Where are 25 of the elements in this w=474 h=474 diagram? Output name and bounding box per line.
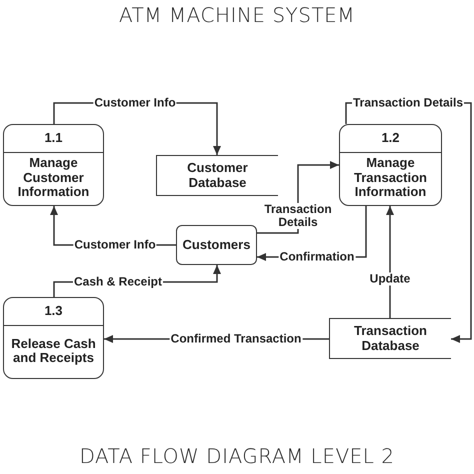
edge-label: Transaction Details	[352, 96, 464, 110]
process-number: 1.1	[44, 131, 63, 146]
process-label: Release Cash and Receipts	[10, 336, 97, 366]
diagram-caption: DATA FLOW DIAGRAM LEVEL 2	[79, 444, 395, 468]
edge-label: Confirmation	[278, 250, 356, 264]
edge-label: Customer Info	[73, 238, 157, 252]
data-store	[156, 155, 278, 196]
process-label: Manage Customer Information	[16, 156, 90, 200]
data-store	[329, 318, 451, 359]
data-store-label: Customer Database	[186, 161, 249, 190]
process-label: Manage Transaction Information	[353, 156, 428, 200]
process-number: 1.2	[381, 131, 400, 146]
data-store-label: Transaction Database	[353, 324, 428, 353]
entity-label: Customers	[182, 238, 250, 252]
edge-label: Customer Info	[93, 96, 177, 110]
data-flow-arrow	[386, 206, 394, 318]
edge-label: Confirmed Transaction	[170, 332, 302, 346]
diagram-title: ATM MACHINE SYSTEM	[118, 3, 356, 27]
edge-label: Update	[368, 272, 412, 286]
process-number: 1.3	[44, 304, 63, 319]
external-entity-box	[176, 225, 257, 265]
process-box	[3, 297, 104, 379]
process-box	[3, 124, 104, 206]
process-box	[339, 124, 442, 206]
edge-label: Cash & Receipt	[72, 276, 164, 288]
